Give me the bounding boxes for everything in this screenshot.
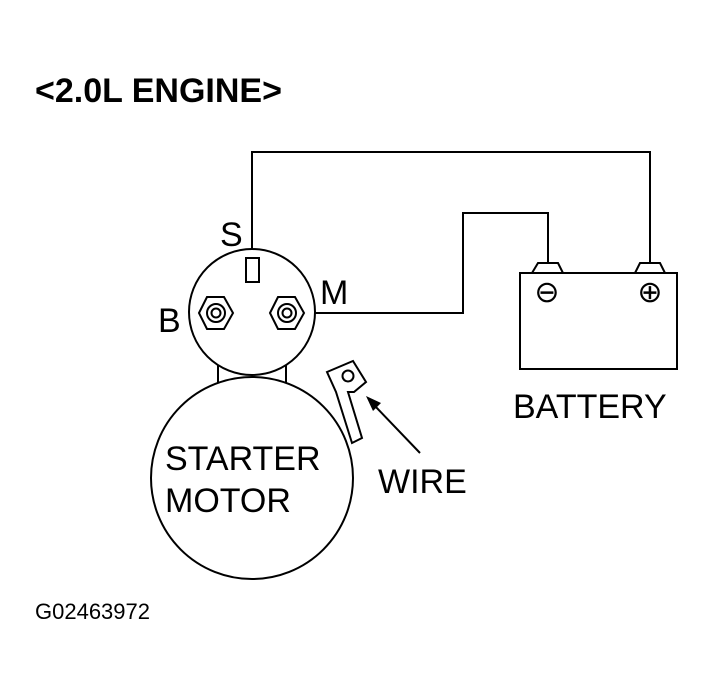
wire-pointer-arrow (366, 396, 421, 454)
battery (519, 262, 678, 370)
b-terminal-nut (197, 296, 235, 330)
diagram-title: <2.0L ENGINE> (35, 72, 282, 110)
battery-case (519, 272, 678, 370)
battery-positive-symbol: ⊕ (637, 276, 662, 309)
solenoid-body (188, 248, 316, 376)
starter-motor-label-line2: MOTOR (165, 482, 291, 520)
terminal-m-label: M (320, 274, 348, 312)
m-terminal-nut (268, 296, 306, 330)
terminal-s-label: S (220, 216, 243, 254)
starter-motor-body (150, 376, 354, 580)
battery-negative-post (530, 262, 565, 274)
battery-label: BATTERY (513, 388, 667, 426)
s-to-positive-wire (251, 151, 651, 263)
figure-code: G02463972 (35, 599, 150, 624)
terminal-b-label: B (158, 302, 181, 340)
m-to-negative-wire (302, 212, 549, 314)
battery-positive-post (633, 262, 667, 274)
wire-label: WIRE (378, 463, 467, 501)
ground-wire-bracket (325, 359, 368, 445)
s-terminal (245, 257, 260, 283)
solenoid (188, 248, 316, 391)
battery-negative-symbol: ⊖ (534, 276, 559, 309)
starter-motor-label-line1: STARTER (165, 440, 321, 478)
